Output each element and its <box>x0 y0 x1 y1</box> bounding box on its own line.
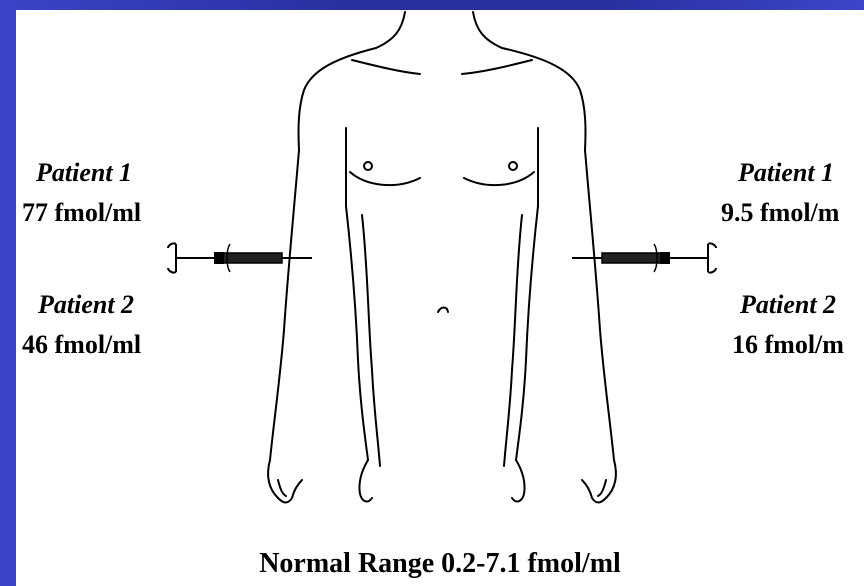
diagram-panel: Patient 1 77 fmol/ml Patient 2 46 fmol/m… <box>16 10 864 586</box>
right-patient1-label: Patient 1 <box>738 158 834 188</box>
left-patient1-value: 77 fmol/ml <box>22 198 141 228</box>
right-hand <box>512 460 616 503</box>
right-patient2-value: 16 fmol/m <box>732 330 844 360</box>
right-patient1-value: 9.5 fmol/m <box>721 198 839 228</box>
right-arm-outer <box>585 150 614 460</box>
neck-outline <box>376 12 405 48</box>
torso-diagram <box>16 10 864 586</box>
left-hand <box>268 460 372 503</box>
left-patient1-label: Patient 1 <box>36 158 132 188</box>
left-patient2-label: Patient 2 <box>38 290 134 320</box>
right-patient2-label: Patient 2 <box>740 290 836 320</box>
left-arm-outer <box>270 150 299 460</box>
left-patient2-value: 46 fmol/ml <box>22 330 141 360</box>
normal-range-caption: Normal Range 0.2-7.1 fmol/ml <box>16 548 864 580</box>
neck-outline-right <box>473 12 502 48</box>
